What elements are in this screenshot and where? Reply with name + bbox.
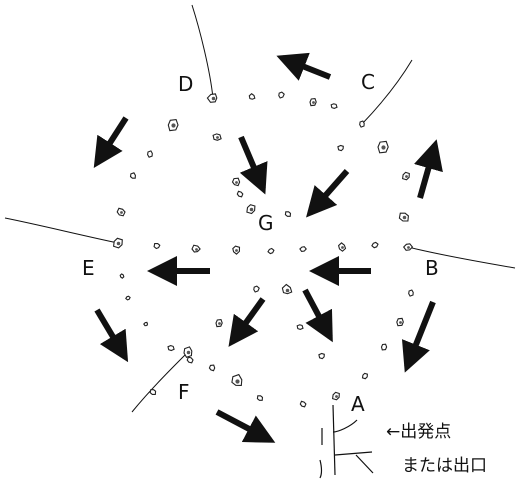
arrow-icon-12: [217, 412, 270, 440]
arrow-icon-11: [407, 302, 433, 367]
arrow-icon-3: [241, 137, 263, 189]
point-label-d: D: [178, 74, 193, 94]
tree-stroke: [333, 405, 335, 475]
rock-icon: [150, 390, 155, 395]
arrow-icon-2: [97, 118, 126, 163]
rock-icon-shade: [286, 289, 290, 293]
rock-icon: [319, 354, 324, 359]
rock-icon-shade: [235, 379, 239, 383]
rock-icon: [257, 396, 262, 401]
ropes: [5, 5, 515, 412]
rock-icon-shade: [235, 181, 238, 184]
rock-icon-shade: [405, 175, 408, 178]
rock-icon-shade: [235, 249, 238, 252]
rock-icon: [363, 373, 368, 378]
rock-icon-shade: [187, 351, 191, 355]
rock-icon: [279, 92, 284, 98]
rock-icon: [131, 173, 136, 178]
arrow-icon-10: [97, 310, 125, 357]
point-label-e: E: [82, 258, 95, 278]
rock-icon-shade: [218, 322, 221, 325]
rock-icon: [144, 322, 148, 325]
arrow-icon-9: [232, 299, 263, 342]
arrows: [97, 58, 435, 440]
start-or-exit-note: または出口: [402, 458, 487, 475]
rock-icon-shade: [117, 242, 121, 246]
rope-line-3: [5, 218, 118, 243]
arrow-icon-1: [282, 58, 330, 77]
rock-icon-shade: [341, 246, 344, 249]
rock-icon: [331, 104, 337, 109]
rock-icon: [268, 249, 274, 254]
rock-icon-shade: [216, 136, 219, 139]
rock-icon: [120, 274, 124, 278]
rock-icon: [300, 401, 306, 407]
rock-icon-shade: [171, 123, 175, 127]
arrow-icon-8: [305, 290, 330, 337]
tree-stroke: [356, 455, 373, 473]
rock-icon: [187, 357, 193, 363]
start-marker-tree-icon: [320, 405, 373, 478]
rock-icon: [154, 244, 160, 249]
rope-line-1: [192, 5, 213, 98]
rock-icon: [254, 286, 259, 292]
rock-icon: [297, 325, 303, 330]
tree-stroke: [335, 452, 372, 455]
tree-stroke: [333, 420, 357, 432]
rock-icon-shade: [312, 101, 315, 104]
rock-icon: [360, 121, 365, 127]
rock-icon-shade: [407, 246, 410, 249]
rock-icon: [249, 94, 255, 100]
point-label-g: G: [258, 213, 274, 233]
rock-icon-shade: [381, 145, 385, 149]
rocks: [114, 92, 414, 407]
rock-icon-shade: [195, 248, 198, 251]
point-label-b: B: [425, 258, 439, 278]
point-label-c: C: [361, 72, 375, 92]
rock-icon: [382, 344, 387, 350]
rock-icon: [126, 296, 130, 300]
point-label-a: A: [351, 394, 365, 414]
rock-icon-shade: [399, 321, 402, 324]
rock-icon-shade: [212, 97, 216, 101]
rock-icon: [168, 346, 174, 351]
rock-icon-shade: [120, 211, 123, 214]
tree-stroke: [320, 460, 322, 478]
start-point-note: ←出発点: [386, 424, 451, 441]
point-label-f: F: [178, 382, 190, 402]
rock-icon: [372, 242, 378, 247]
rock-icon: [338, 146, 343, 151]
rock-icon: [285, 212, 290, 217]
rock-icon-shade: [250, 208, 254, 212]
rock-icon: [237, 191, 243, 197]
rock-icon-shade: [403, 216, 407, 220]
rock-icon: [148, 151, 153, 157]
rock-icon: [300, 247, 306, 252]
arrow-icon-4: [310, 171, 347, 213]
rock-icon: [209, 365, 214, 371]
rock-icon-shade: [335, 395, 338, 398]
rock-icon: [409, 290, 414, 296]
arrow-icon-5: [420, 145, 435, 198]
